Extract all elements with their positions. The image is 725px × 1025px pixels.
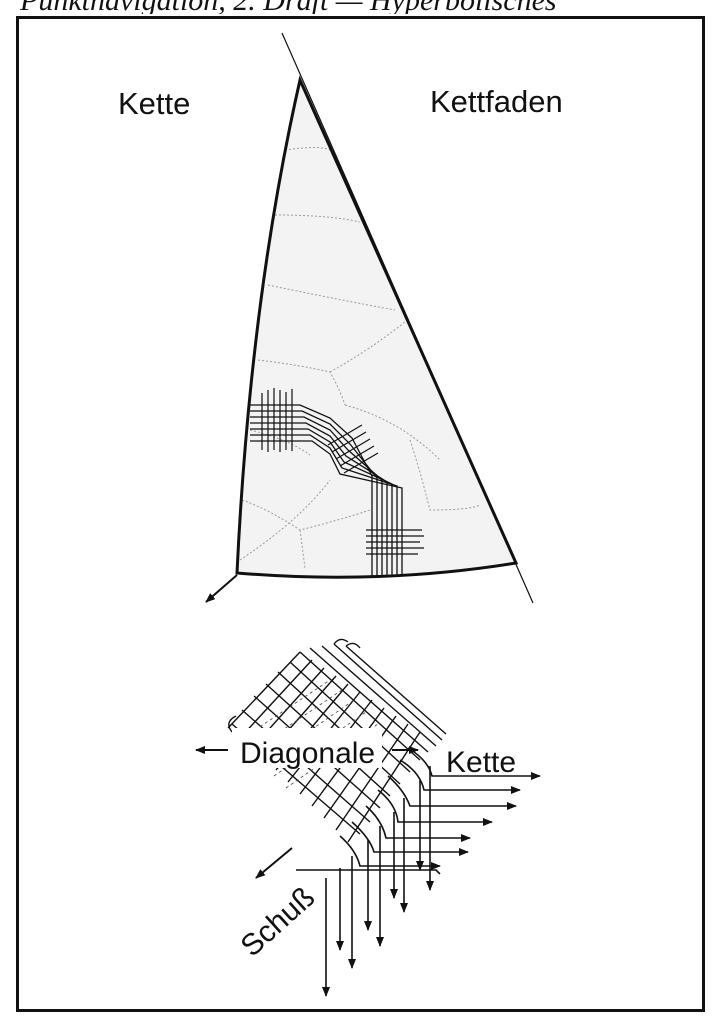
label-diagonale: Diagonale	[240, 737, 375, 770]
thread-strip	[250, 404, 403, 576]
weave-diagram: Diagonale Kette Schuß	[195, 638, 541, 997]
label-kette-sail: Kette	[118, 86, 190, 121]
weft-arrows	[322, 766, 434, 997]
cross-threads	[261, 388, 424, 555]
label-schuss: Schuß	[235, 881, 322, 964]
sail-diagram: Kette Kettfaden	[118, 32, 563, 604]
label-kettfaden: Kettfaden	[430, 84, 563, 119]
schuss-arrow	[255, 847, 293, 879]
diagonale-label-bg	[232, 728, 382, 768]
sail-outline	[235, 75, 519, 579]
page-header: Punktnavigation, 2. Draft — Hyperbolisch…	[20, 0, 720, 14]
header-text: Punktnavigation, 2. Draft — Hyperbolisch…	[20, 0, 557, 14]
label-kette-weave: Kette	[446, 746, 516, 779]
panel-seams	[239, 147, 481, 569]
figure-frame	[16, 16, 705, 1012]
clew-arrow	[205, 574, 238, 603]
